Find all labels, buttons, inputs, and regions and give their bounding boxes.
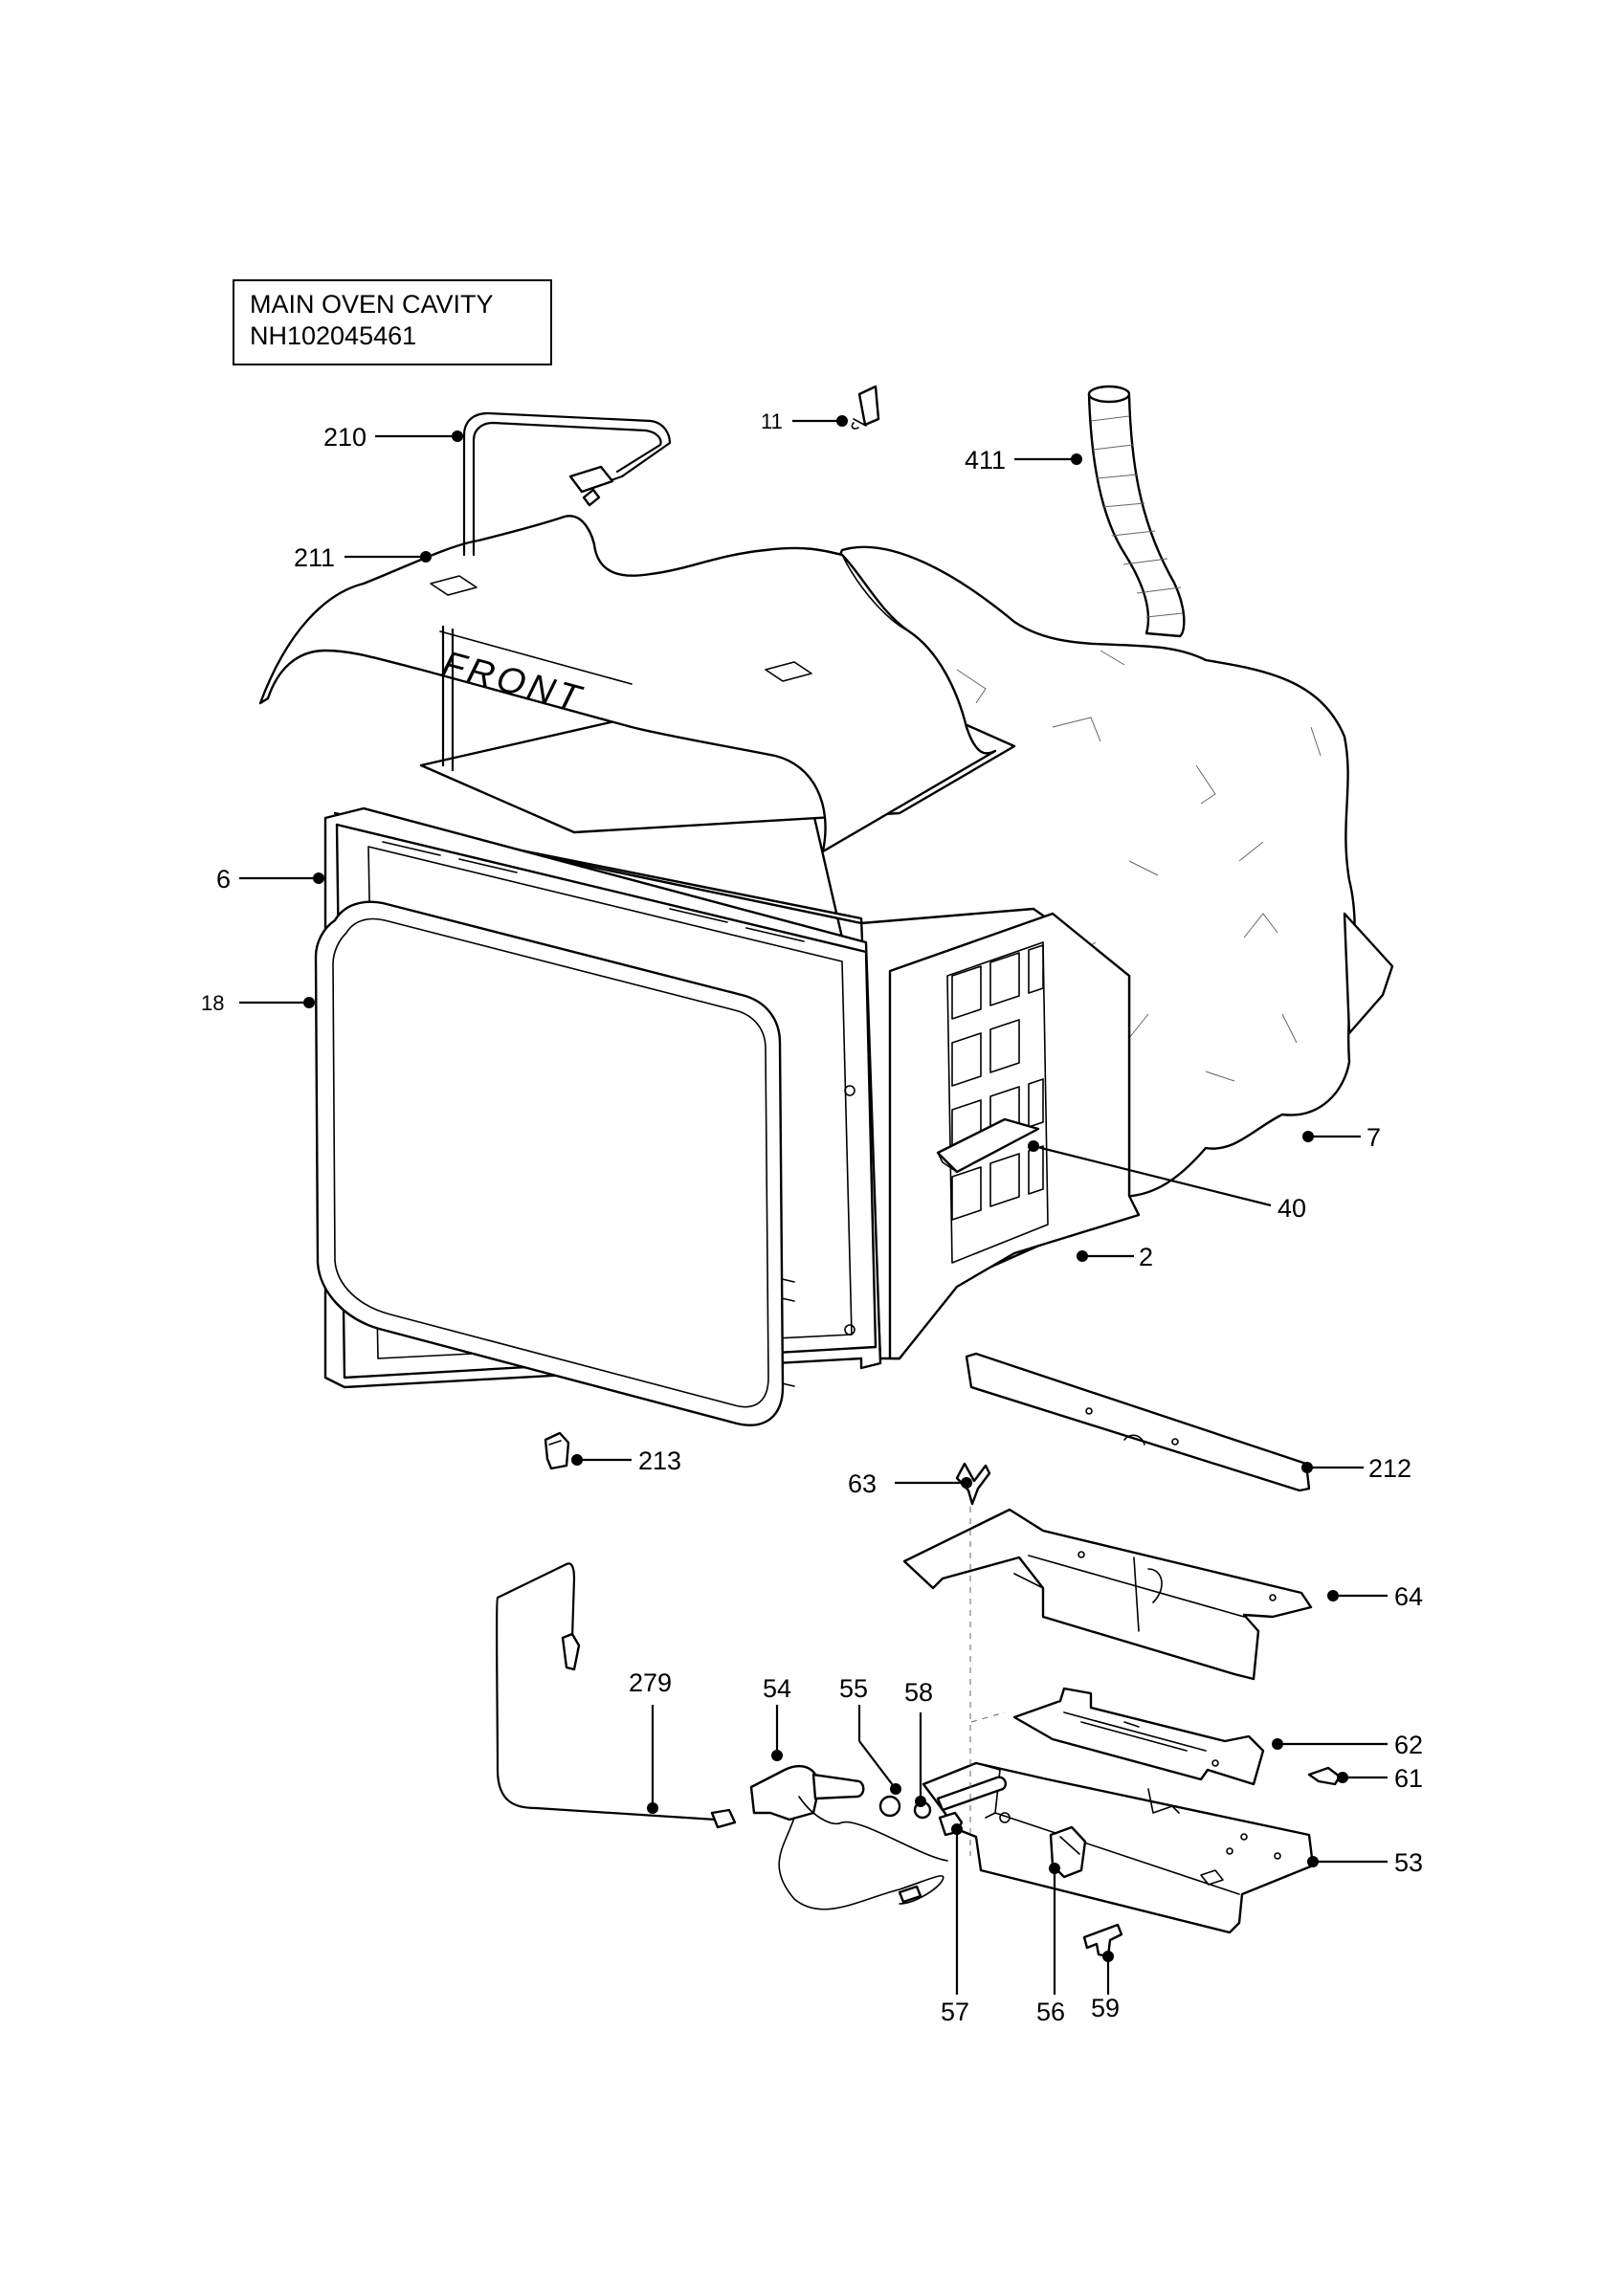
- burner-shield-62: [1012, 1687, 1265, 1786]
- callout-210: 210: [323, 423, 367, 452]
- thermocouple-279: [496, 1562, 737, 1829]
- flexible-pipe-411: [1087, 385, 1186, 638]
- callout-57: 57: [941, 1998, 969, 2026]
- heat-shield-64: [902, 1508, 1313, 1681]
- callout-411: 411: [965, 446, 1006, 475]
- callout-40: 40: [1278, 1194, 1306, 1223]
- side-runner-40: [936, 1117, 1040, 1174]
- callout-62: 62: [1394, 1731, 1423, 1759]
- clip-59: [1082, 1923, 1123, 1958]
- callout-64: 64: [1394, 1582, 1423, 1611]
- callout-54: 54: [763, 1674, 791, 1703]
- callout-55: 55: [839, 1674, 868, 1703]
- callout-11: 11: [761, 409, 783, 433]
- callout-58: 58: [904, 1678, 933, 1707]
- clip-61: [1307, 1766, 1342, 1786]
- door-seal-18: [314, 900, 785, 1426]
- element-210: [441, 411, 672, 772]
- callout-6: 6: [216, 865, 231, 894]
- title-name: MAIN OVEN CAVITY: [250, 290, 494, 319]
- bracket-11: [851, 385, 880, 430]
- callout-2: 2: [1139, 1243, 1153, 1271]
- callout-leaders: [239, 415, 1388, 1995]
- plate-212: [965, 1352, 1311, 1492]
- callout-7: 7: [1366, 1123, 1381, 1152]
- title-box: MAIN OVEN CAVITY NH102045461: [233, 279, 552, 365]
- callout-63: 63: [848, 1469, 877, 1498]
- callout-53: 53: [1394, 1848, 1423, 1877]
- callout-212: 212: [1368, 1454, 1411, 1483]
- callout-56: 56: [1036, 1998, 1065, 2026]
- clip-213: [544, 1431, 570, 1470]
- callout-59: 59: [1091, 1994, 1120, 2022]
- title-part-number: NH102045461: [250, 321, 417, 350]
- callout-labels: 210 11 411 211 6 18 7 40 2 212 213 63 64…: [201, 409, 1423, 2026]
- callout-211: 211: [294, 543, 335, 572]
- callout-18: 18: [201, 991, 224, 1015]
- valve-54: [749, 1765, 948, 1910]
- callout-279: 279: [629, 1668, 672, 1697]
- clip-63: [955, 1462, 991, 1506]
- callout-213: 213: [638, 1446, 681, 1475]
- callout-61: 61: [1394, 1764, 1423, 1793]
